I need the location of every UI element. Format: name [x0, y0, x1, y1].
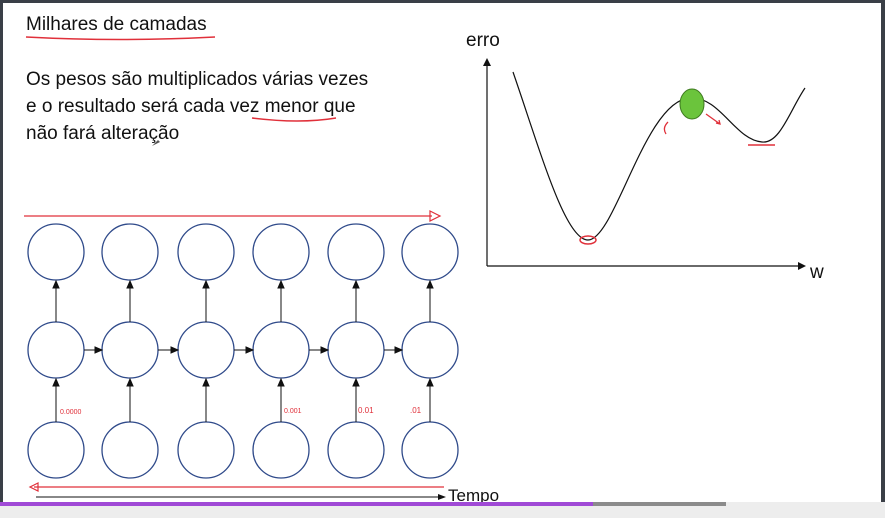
paragraph-line-1: Os pesos são multiplicados várias vezes [26, 69, 369, 90]
paragraph-line-3: não fará alteração [26, 123, 180, 144]
y-axis-arrow [483, 58, 491, 66]
node-mid-2 [101, 321, 159, 379]
global-minimum-mark [579, 235, 597, 245]
graph-y-label: erro [466, 30, 500, 51]
node-bottom-3 [177, 421, 235, 479]
time-label: Tempo [448, 486, 500, 505]
node-mid-4 [252, 321, 310, 379]
node-bottom-2 [101, 421, 159, 479]
node-top-2 [101, 223, 159, 281]
left-gradient-arrow [663, 121, 669, 135]
pen-cursor-icon [152, 140, 160, 146]
node-top-6 [401, 223, 459, 281]
error-graph [483, 58, 806, 270]
paragraph-line-2: e o resultado será cada vez menor que [26, 96, 356, 117]
buffered-track [592, 502, 726, 506]
video-progress-bar[interactable] [0, 502, 885, 518]
window-frame-top [0, 0, 885, 3]
window-frame-left [0, 0, 3, 518]
underline-vez-menor [251, 117, 337, 122]
right-gradient-arrow [705, 113, 721, 125]
node-top-4 [252, 223, 310, 281]
node-top-3 [177, 223, 235, 281]
rnn-annotations: 0.0000 0.001 0.01 .01 [60, 406, 422, 416]
rnn-diagram [27, 223, 459, 479]
node-mid-3 [177, 321, 235, 379]
node-bottom-4 [252, 421, 310, 479]
time-arrowhead [438, 494, 446, 500]
node-top-5 [327, 223, 385, 281]
node-bottom-5 [327, 421, 385, 479]
node-bottom-6 [401, 421, 459, 479]
node-mid-1 [27, 321, 85, 379]
node-bottom-1 [27, 421, 85, 479]
graph-x-label: w [810, 262, 824, 283]
annotation-1: 0.0000 [60, 409, 82, 416]
title-underline [25, 36, 216, 41]
error-curve [512, 71, 806, 241]
x-axis-arrow [798, 262, 806, 270]
annotation-4: .01 [410, 406, 422, 415]
played-track [0, 502, 593, 506]
slide-paragraph: Os pesos são multiplicados várias vezes … [26, 66, 406, 147]
forward-red-arrowhead [429, 210, 442, 222]
gradient-ball [679, 88, 705, 120]
slide-title: Milhares de camadas [26, 14, 207, 35]
rnn-vertical-arrows [52, 279, 434, 422]
node-top-1 [27, 223, 85, 281]
annotation-2: 0.001 [284, 408, 302, 415]
node-mid-6 [401, 321, 459, 379]
backward-red-arrowhead [28, 482, 39, 492]
rnn-horizontal-arrows [84, 346, 404, 354]
annotation-3: 0.01 [358, 406, 374, 415]
node-mid-5 [327, 321, 385, 379]
window-frame-right [881, 0, 885, 518]
